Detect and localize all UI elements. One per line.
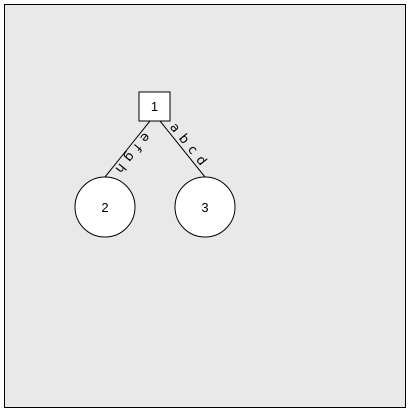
node-3-circle — [174, 176, 236, 238]
node-1[interactable]: 1 — [138, 91, 171, 122]
edge-1-3-label-text: a b c d — [166, 120, 209, 169]
node-3-label: 3 — [201, 200, 208, 215]
node-1-label: 1 — [151, 99, 158, 114]
node-2[interactable]: 2 — [74, 176, 136, 238]
edge-1-3 — [159, 120, 206, 178]
node-1-box — [138, 91, 171, 122]
node-3[interactable]: 3 — [174, 176, 236, 238]
edge-1-2 — [104, 120, 151, 178]
edge-1-2-label: e f g h — [111, 129, 153, 176]
node-2-circle — [74, 176, 136, 238]
node-2-label: 2 — [101, 200, 108, 215]
edge-1-3-label: a b c d — [166, 120, 210, 169]
edge-1-2-label-text: e f g h — [111, 129, 152, 176]
